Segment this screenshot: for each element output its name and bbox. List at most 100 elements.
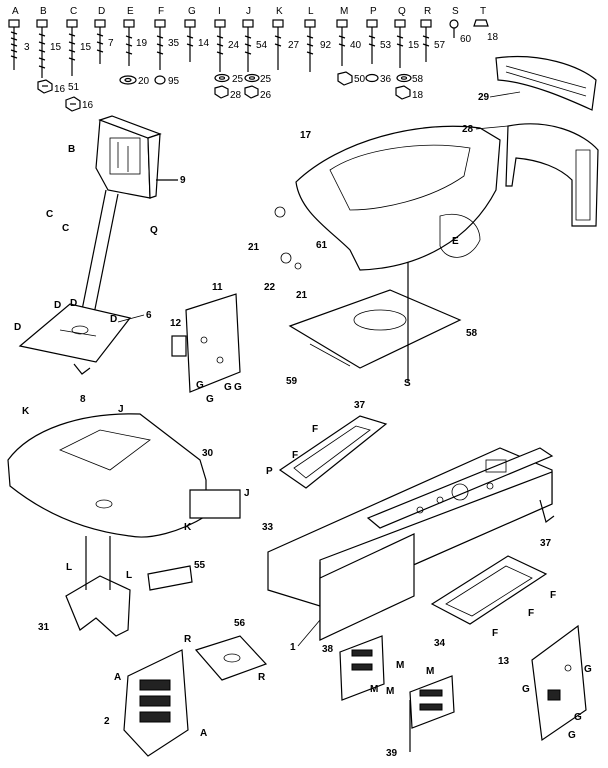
letter-q: Q	[150, 225, 158, 236]
mounting-plate	[288, 262, 462, 382]
hw-number: 24	[228, 40, 240, 51]
main-frame	[267, 447, 555, 641]
letter-d: D	[110, 314, 117, 325]
letter-g: G	[574, 712, 582, 723]
callout-61: 61	[316, 240, 328, 251]
callout-6: 6	[146, 310, 152, 321]
callout-37: 37	[354, 400, 366, 411]
hw-number: 7	[108, 38, 114, 49]
callout-29: 29	[478, 92, 490, 103]
hw-letter: C	[70, 6, 77, 17]
hw-number: 53	[380, 40, 392, 51]
hw-letter: D	[98, 6, 105, 17]
callout-34: 34	[434, 638, 446, 649]
hw-number: 57	[434, 40, 446, 51]
callout-30: 30	[202, 448, 214, 459]
letter-l: L	[126, 570, 132, 581]
letter-l: L	[66, 562, 72, 573]
letter-d: D	[54, 300, 61, 311]
callout-2: 2	[104, 716, 110, 727]
hw-number: 18	[487, 32, 499, 43]
letter-r: R	[184, 634, 192, 645]
hw-number: 26	[260, 90, 272, 101]
letter-m: M	[426, 666, 434, 677]
hw-letter: Q	[398, 6, 406, 17]
hw-letter: A	[12, 6, 19, 17]
hw-number: 25	[260, 74, 272, 85]
hw-number: 25	[232, 74, 244, 85]
hw-letter: P	[370, 6, 377, 17]
callout-56: 56	[234, 618, 246, 629]
hw-number: 27	[288, 40, 300, 51]
letter-f: F	[528, 608, 534, 619]
letter-j: J	[118, 404, 124, 415]
hw-letter: I	[218, 6, 221, 17]
callout-12: 12	[170, 318, 182, 329]
letter-f: F	[292, 450, 298, 461]
hw-number: 15	[50, 42, 62, 53]
seat-bracket	[65, 536, 193, 637]
hw-letter: F	[158, 6, 164, 17]
letter-d: D	[70, 298, 77, 309]
hw-letter: K	[276, 6, 283, 17]
letter-j: J	[244, 488, 250, 499]
footrest	[278, 415, 388, 489]
hw-number: 54	[256, 40, 268, 51]
hood	[274, 125, 501, 271]
letter-m: M	[370, 684, 378, 695]
hw-number: 14	[198, 38, 210, 49]
hw-number: 51	[68, 82, 80, 93]
letter-f: F	[550, 590, 556, 601]
letter-g: G	[224, 382, 232, 393]
callout-1: 1	[290, 642, 296, 653]
hw-letter: B	[40, 6, 47, 17]
letter-d: D	[14, 322, 21, 333]
letter-f: F	[312, 424, 318, 435]
hw-number: 18	[412, 90, 424, 101]
letter-e: E	[452, 236, 459, 247]
letter-g: G	[234, 382, 242, 393]
hw-letter: R	[424, 6, 431, 17]
letter-g: G	[522, 684, 530, 695]
letter-f: F	[492, 628, 498, 639]
fender	[7, 413, 241, 538]
hw-number: 20	[138, 76, 150, 87]
letter-c: C	[46, 209, 53, 220]
hw-number: 58	[412, 74, 424, 85]
callout-21: 21	[248, 242, 260, 253]
letter-a: A	[200, 728, 207, 739]
steering-support	[18, 115, 178, 375]
hw-number: 60	[460, 34, 472, 45]
callout-28: 28	[462, 124, 474, 135]
callout-31: 31	[38, 622, 50, 633]
hw-number: 50	[354, 74, 366, 85]
small-plate	[194, 635, 268, 681]
hw-number: 95	[168, 76, 180, 87]
hw-letter: G	[188, 6, 196, 17]
hw-letter: M	[340, 6, 348, 17]
hw-number: 15	[80, 42, 92, 53]
letter-b: B	[68, 144, 75, 155]
callout-58: 58	[466, 328, 478, 339]
grille	[495, 55, 599, 227]
callout-55: 55	[194, 560, 206, 571]
side-panel	[123, 649, 189, 757]
callout-13: 13	[498, 656, 510, 667]
hardware-row: A B C D E F G I J K L M P Q R S T	[8, 6, 499, 112]
callout-38: 38	[322, 644, 334, 655]
hw-number: 35	[168, 38, 180, 49]
hw-letter: S	[452, 6, 459, 17]
hw-number: 3	[24, 42, 30, 53]
callout-8: 8	[80, 394, 86, 405]
letter-a: A	[114, 672, 121, 683]
callout-33: 33	[262, 522, 274, 533]
letter-m: M	[386, 686, 394, 697]
letter-g: G	[568, 730, 576, 741]
hw-number: 40	[350, 40, 362, 51]
letter-k: K	[22, 406, 30, 417]
letter-g: G	[584, 664, 592, 675]
hw-number: 15	[408, 40, 420, 51]
callout-59: 59	[286, 376, 298, 387]
